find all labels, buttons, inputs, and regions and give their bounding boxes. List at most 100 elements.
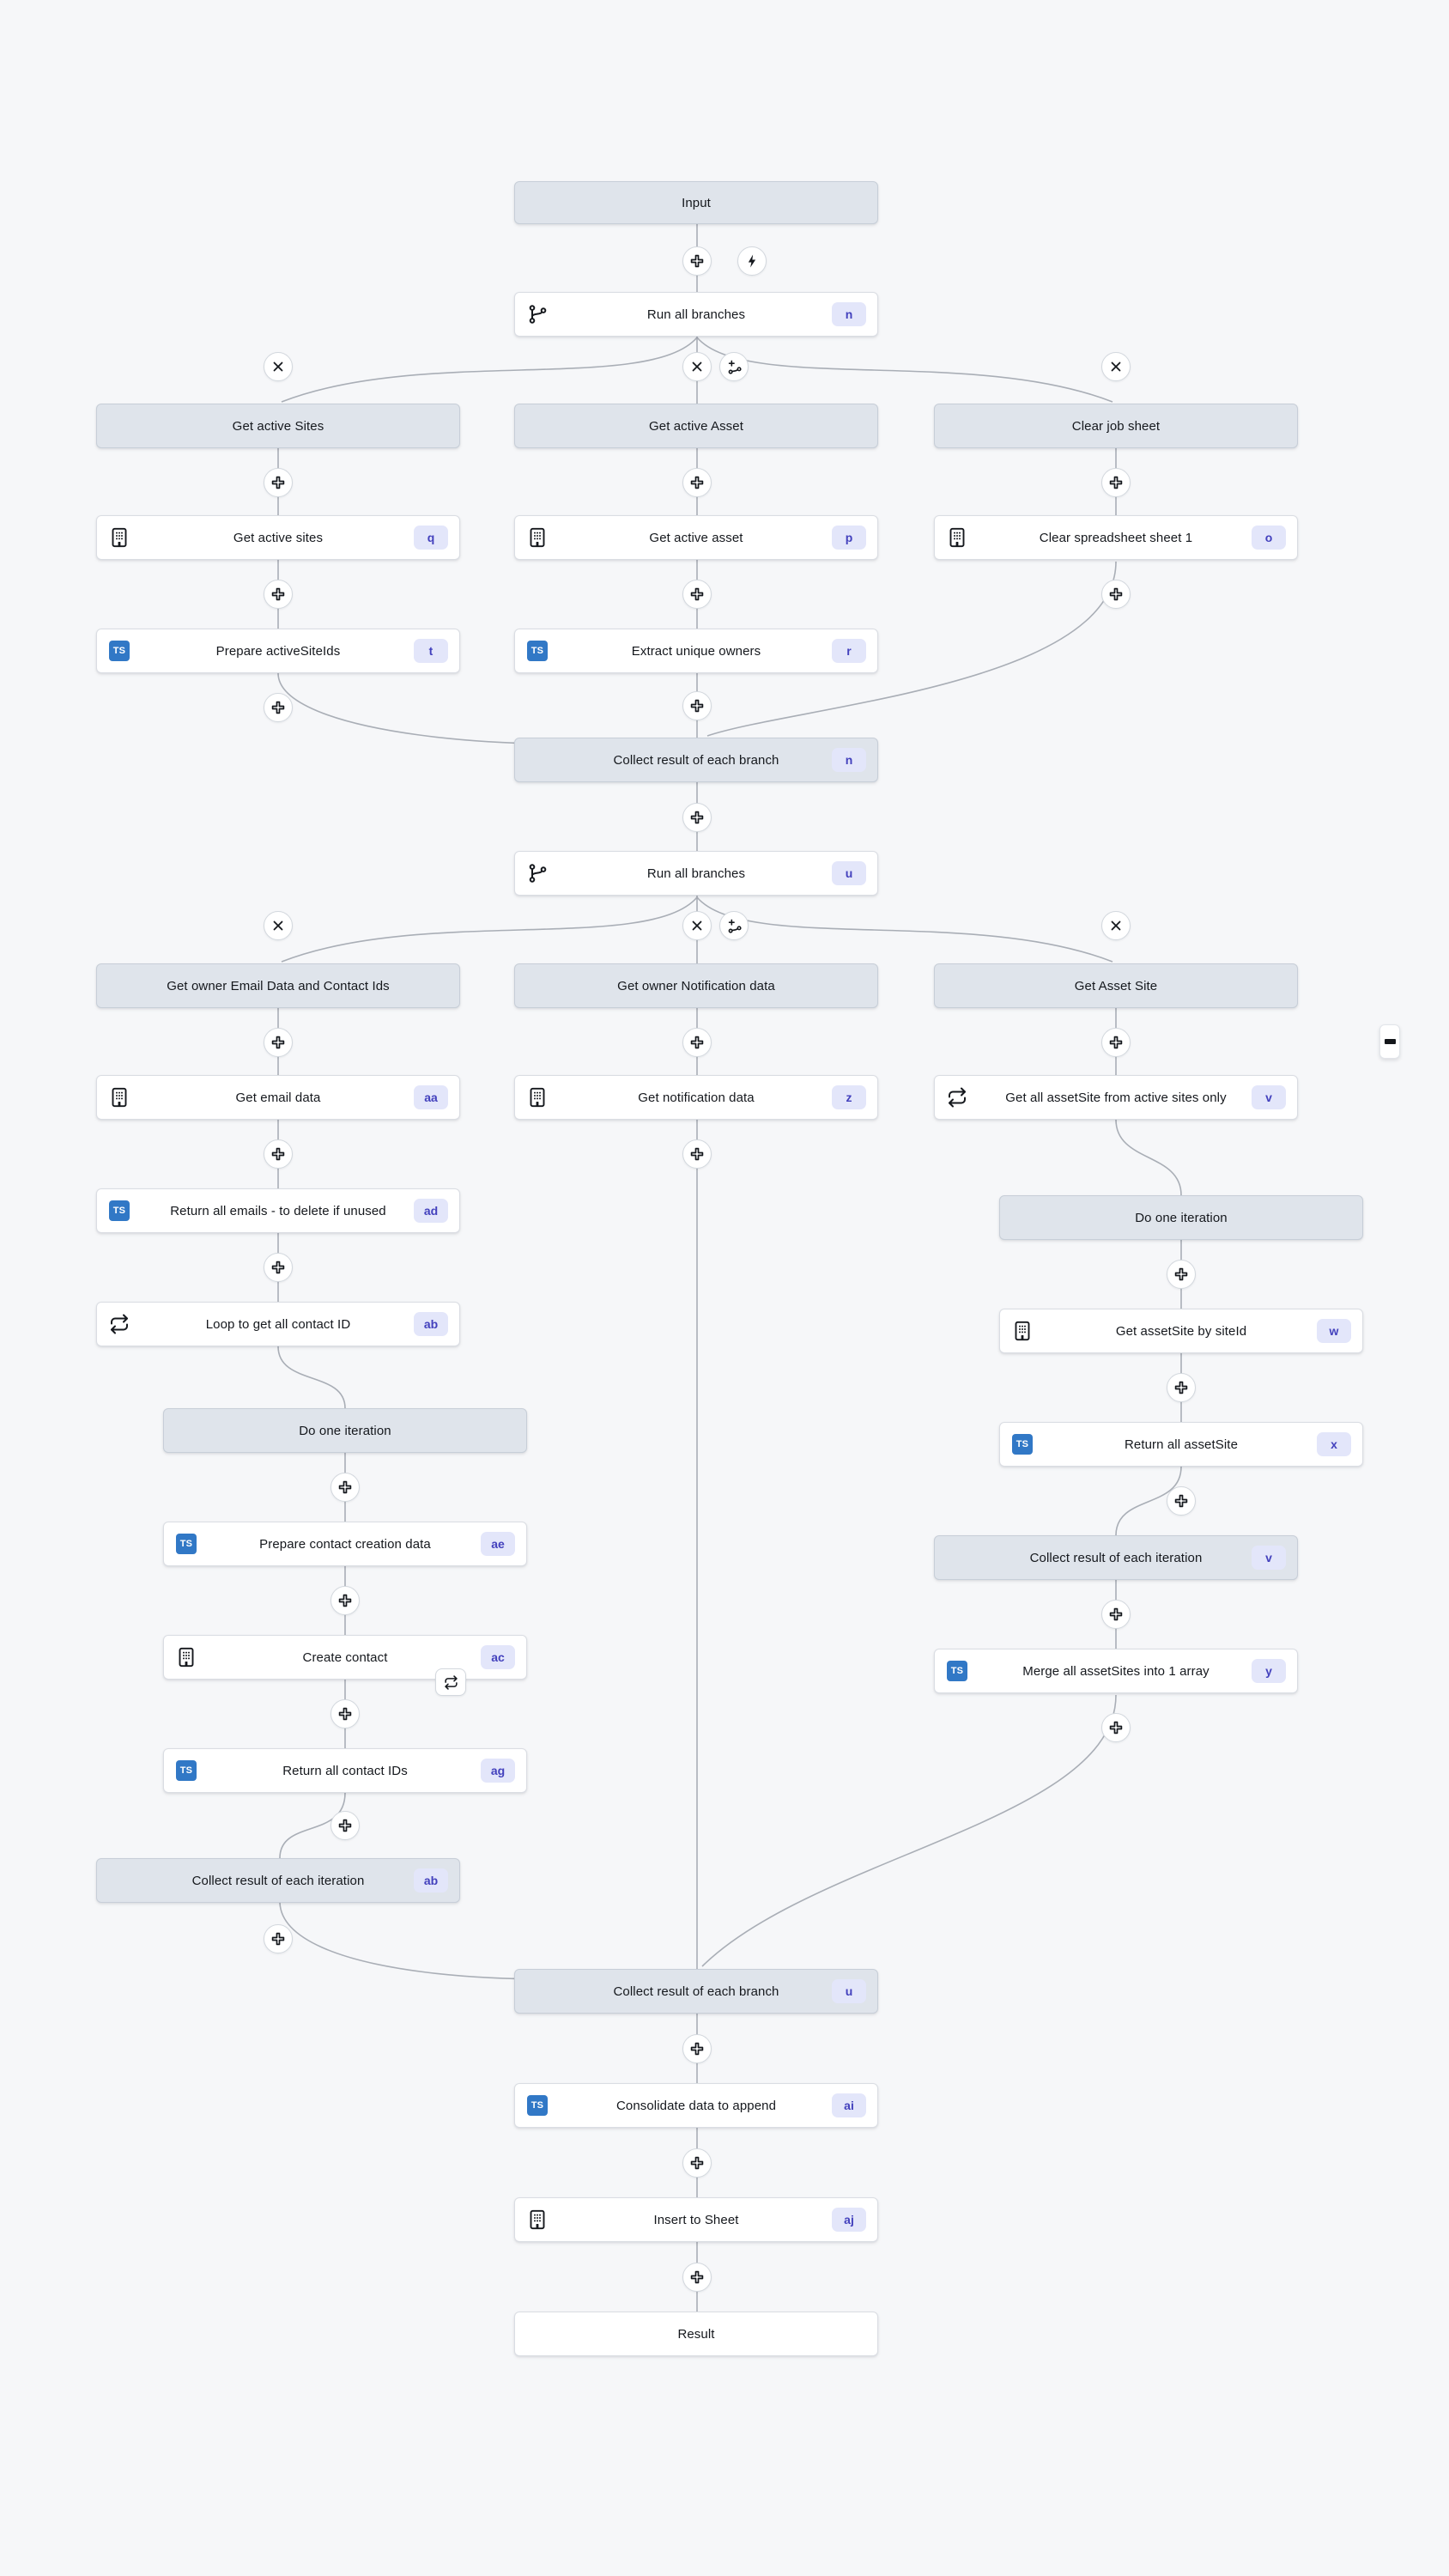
plus-icon[interactable]: [1167, 1260, 1196, 1289]
x-icon[interactable]: [682, 352, 712, 381]
plus-icon[interactable]: [264, 1139, 293, 1169]
node-do-one-iteration-right[interactable]: Do one iteration: [999, 1195, 1363, 1240]
plus-icon[interactable]: [1101, 580, 1131, 609]
plus-icon[interactable]: [1101, 1713, 1131, 1742]
node-header-get-active-asset[interactable]: Get active Asset: [514, 404, 878, 448]
plus-icon[interactable]: [682, 580, 712, 609]
node-label: Get notification data: [638, 1090, 755, 1105]
plus-icon[interactable]: [682, 1139, 712, 1169]
node-do-one-iteration-left[interactable]: Do one iteration: [163, 1408, 527, 1453]
branch-icon: [527, 304, 548, 325]
plus-icon[interactable]: [1101, 1028, 1131, 1057]
step-badge: n: [832, 748, 866, 772]
node-label: Run all branches: [646, 307, 746, 322]
step-badge: y: [1252, 1659, 1286, 1683]
plus-icon[interactable]: [682, 1028, 712, 1057]
plus-icon[interactable]: [264, 580, 293, 609]
plus-icon[interactable]: [330, 1586, 360, 1615]
plus-icon[interactable]: [682, 246, 712, 276]
plus-icon[interactable]: [1101, 468, 1131, 497]
x-icon[interactable]: [682, 911, 712, 940]
step-badge: o: [1252, 526, 1286, 550]
x-icon[interactable]: [1101, 352, 1131, 381]
step-badge: aj: [832, 2208, 866, 2232]
plus-icon[interactable]: [1167, 1373, 1196, 1402]
loop-icon[interactable]: [435, 1668, 466, 1696]
node-label: Return all assetSite: [1124, 1437, 1239, 1452]
plus-icon[interactable]: [264, 1028, 293, 1057]
plus-icon[interactable]: [330, 1473, 360, 1502]
plus-icon[interactable]: [264, 468, 293, 497]
plus-icon[interactable]: [682, 691, 712, 720]
node-clear-spreadsheet-sheet-1[interactable]: Clear spreadsheet sheet 1 o: [934, 515, 1298, 560]
plus-icon[interactable]: [682, 2263, 712, 2292]
node-return-all-emails[interactable]: TS Return all emails - to delete if unuse…: [96, 1188, 460, 1233]
plus-icon[interactable]: [264, 1924, 293, 1953]
ts-icon: TS: [527, 641, 548, 661]
node-label: Return all contact IDs: [282, 1763, 408, 1778]
node-header-get-owner-email[interactable]: Get owner Email Data and Contact Ids: [96, 963, 460, 1008]
loop-icon: [109, 1314, 130, 1334]
node-header-clear-job-sheet[interactable]: Clear job sheet: [934, 404, 1298, 448]
branch-add-icon[interactable]: [719, 911, 749, 940]
ts-icon: TS: [1012, 1434, 1033, 1455]
plus-icon[interactable]: [682, 468, 712, 497]
plus-icon[interactable]: [330, 1811, 360, 1840]
bolt-icon[interactable]: [737, 246, 767, 276]
plus-icon[interactable]: [682, 803, 712, 832]
loop-icon: [947, 1087, 967, 1108]
plus-icon[interactable]: [682, 2148, 712, 2178]
plus-icon[interactable]: [1167, 1486, 1196, 1516]
node-input[interactable]: Input: [514, 181, 878, 224]
node-label: Do one iteration: [1135, 1210, 1228, 1225]
sheet-icon: [1012, 1321, 1033, 1341]
ts-icon: TS: [109, 641, 130, 661]
x-icon[interactable]: [264, 911, 293, 940]
node-label: Clear spreadsheet sheet 1: [1039, 530, 1193, 545]
plus-icon[interactable]: [330, 1699, 360, 1728]
node-header-get-asset-site[interactable]: Get Asset Site: [934, 963, 1298, 1008]
node-header-get-active-sites[interactable]: Get active Sites: [96, 404, 460, 448]
plus-icon[interactable]: [1101, 1600, 1131, 1629]
x-icon[interactable]: [264, 352, 293, 381]
plus-icon[interactable]: [264, 693, 293, 722]
node-label: Collect result of each branch: [613, 1984, 779, 1999]
step-badge: v: [1252, 1546, 1286, 1570]
plus-icon[interactable]: [682, 2034, 712, 2063]
node-result[interactable]: Result: [514, 2312, 878, 2356]
ts-icon: TS: [109, 1200, 130, 1221]
node-header-get-owner-notification[interactable]: Get owner Notification data: [514, 963, 878, 1008]
branch-add-icon[interactable]: [719, 352, 749, 381]
zoom-out-button[interactable]: [1379, 1024, 1400, 1059]
node-label: Extract unique owners: [631, 643, 761, 659]
node-get-all-assetsite[interactable]: Get all assetSite from active sites only…: [934, 1075, 1298, 1120]
node-label: Prepare contact creation data: [259, 1536, 431, 1552]
node-label: Merge all assetSites into 1 array: [1022, 1663, 1210, 1679]
node-label: Return all emails - to delete if unused: [170, 1203, 386, 1218]
step-badge: ab: [414, 1868, 448, 1893]
plus-icon[interactable]: [264, 1253, 293, 1282]
x-icon[interactable]: [1101, 911, 1131, 940]
